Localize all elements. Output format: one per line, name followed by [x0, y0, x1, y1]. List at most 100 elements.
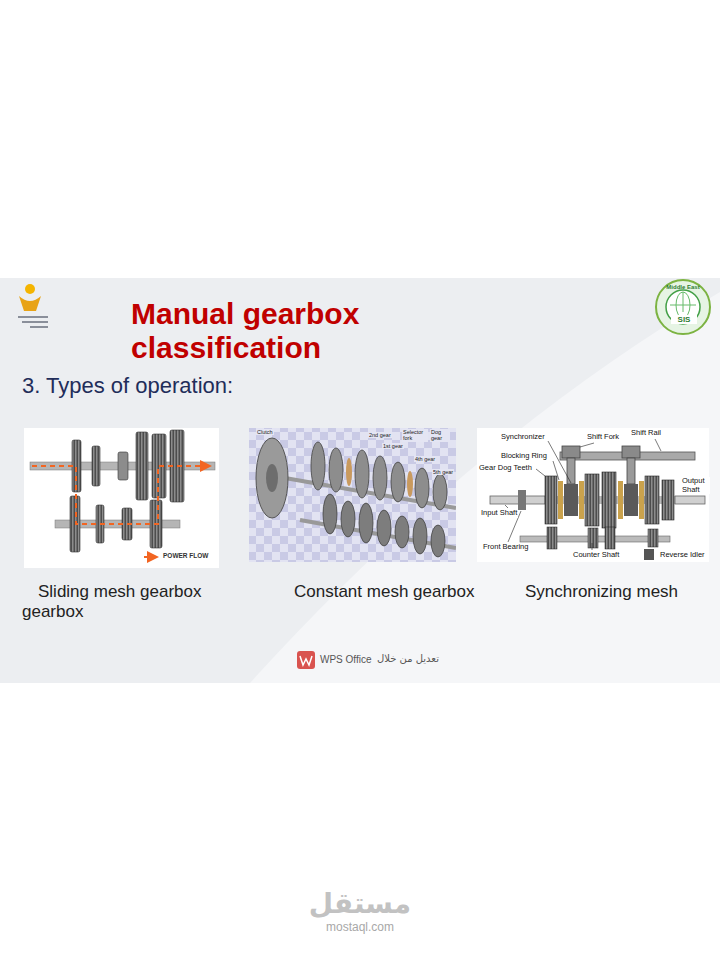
part-name: Shift Rail	[630, 429, 662, 438]
synchromesh-illustration	[645, 476, 659, 524]
constant-mesh-illustration	[373, 456, 387, 500]
left-logo	[18, 284, 48, 328]
constant-mesh-illustration	[323, 494, 337, 534]
part-name: Blocking Ring	[500, 452, 548, 461]
synchromesh-illustration	[564, 484, 578, 516]
part-name: Reverse Idler	[659, 551, 706, 560]
leader-line	[655, 439, 661, 451]
watermark: WPS Office	[320, 654, 372, 666]
legend-note: POWER FLOW	[162, 552, 210, 559]
sliding-mesh-illustration	[136, 432, 148, 500]
synchromesh-illustration	[639, 481, 644, 519]
part-name: 2nd gear	[368, 432, 392, 438]
synchromesh-illustration	[579, 481, 584, 519]
constant-mesh-illustration	[431, 525, 445, 557]
leader-line	[580, 443, 594, 447]
part-name: Front Bearing	[482, 543, 529, 552]
synchromesh-illustration	[490, 496, 545, 504]
right-logo	[666, 290, 700, 324]
synchromesh-illustration	[558, 481, 563, 519]
synchromesh-illustration	[588, 528, 598, 548]
part-name: Synchronizer	[500, 433, 546, 442]
sliding-mesh-illustration	[92, 446, 100, 486]
right-logo	[656, 280, 710, 334]
constant-mesh-illustration	[391, 462, 405, 502]
part-name: Clutch	[256, 429, 274, 435]
left-logo	[30, 326, 48, 328]
synchromesh-illustration	[605, 527, 615, 549]
part-name: Gear Dog Teeth	[478, 464, 533, 473]
synchromesh-illustration	[562, 446, 580, 458]
leader-line	[548, 441, 571, 483]
watermark: mostaql.com	[260, 921, 460, 935]
synchromesh-illustration	[477, 428, 709, 562]
logo-text: Middle East	[663, 284, 703, 291]
slide-band	[0, 278, 720, 683]
synchromesh-illustration	[644, 549, 654, 560]
watermark: مستقل	[260, 888, 460, 920]
section-heading: 3. Types of operation:	[22, 373, 233, 398]
synchromesh-illustration	[585, 474, 599, 526]
constant-mesh-illustration	[285, 478, 456, 508]
constant-mesh-illustration	[407, 471, 413, 497]
left-logo	[25, 284, 35, 294]
constant-mesh-illustration	[415, 468, 429, 508]
watermark: تعديل من خلال	[377, 653, 439, 665]
synchromesh-illustration	[675, 496, 705, 504]
wps-icon	[300, 656, 312, 665]
leader-line	[536, 469, 545, 476]
synchromesh-illustration	[618, 481, 623, 519]
slide-band	[0, 278, 720, 683]
part-name: Selector fork	[402, 429, 428, 442]
right-logo	[683, 292, 684, 312]
synchromesh-illustration	[662, 480, 674, 520]
constant-mesh-illustration	[256, 438, 288, 518]
synchromesh-illustration	[627, 458, 635, 484]
constant-mesh-illustration	[249, 428, 456, 562]
constant-mesh-illustration	[329, 448, 343, 492]
sliding-mesh-illustration	[32, 466, 210, 524]
part-name: Shift Fork	[586, 433, 620, 442]
synchromesh-illustration	[648, 529, 658, 547]
wps-icon	[297, 651, 315, 669]
image-caption: Sliding mesh gearbox gearbox	[22, 582, 222, 621]
part-name: 1st gear	[382, 443, 404, 449]
sliding-mesh-illustration	[118, 452, 128, 480]
synchromesh-illustration	[602, 472, 616, 528]
image-caption: Constant mesh gearbox	[294, 582, 475, 602]
part-name: 4th gear	[414, 456, 436, 462]
synchromesh-illustration	[547, 527, 557, 549]
leader-line	[592, 543, 593, 550]
wps-icon	[297, 651, 315, 669]
image-caption: Synchronizing mesh	[525, 582, 678, 602]
leader-line	[505, 505, 508, 508]
part-name: Input Shaft	[480, 509, 518, 518]
part-name: 5th gear	[432, 469, 454, 475]
constant-mesh-illustration	[359, 503, 373, 543]
leader-line	[553, 461, 559, 480]
synchromesh-illustration	[624, 484, 638, 516]
constant-mesh-illustration	[249, 428, 456, 562]
sliding-mesh-illustration	[24, 428, 219, 568]
synchromesh-illustration	[545, 476, 557, 524]
sliding-mesh-illustration	[72, 440, 81, 492]
constant-mesh-illustration	[346, 458, 352, 486]
left-logo	[19, 296, 41, 311]
constant-mesh-illustration	[413, 518, 427, 554]
constant-mesh-illustration	[395, 516, 409, 548]
constant-mesh-illustration	[311, 442, 325, 490]
synchromesh-illustration	[622, 446, 640, 458]
logo-text: SIS	[671, 315, 697, 324]
right-logo	[656, 280, 710, 334]
constant-mesh-illustration	[341, 501, 355, 537]
constant-mesh-illustration	[377, 510, 391, 546]
sliding-mesh-illustration	[24, 428, 219, 568]
synchromesh-illustration	[567, 458, 575, 484]
synchromesh-illustration	[518, 490, 526, 510]
synchromesh-illustration	[477, 428, 709, 562]
constant-mesh-illustration	[266, 464, 278, 492]
